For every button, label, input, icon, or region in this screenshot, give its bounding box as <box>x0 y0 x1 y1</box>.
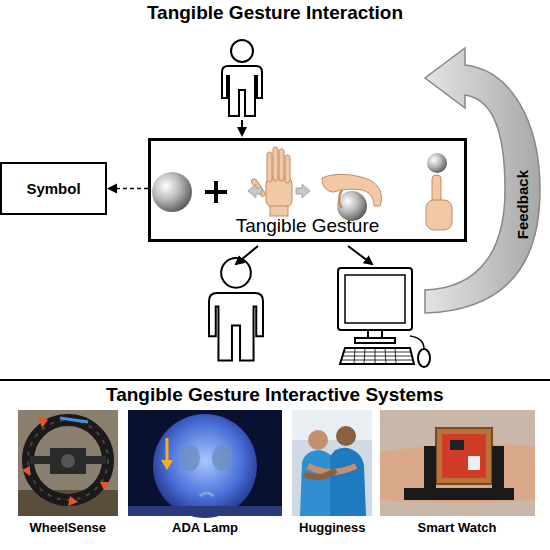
photo-caption: Smart Watch <box>418 521 497 536</box>
feedback-arrow <box>425 48 540 313</box>
node-text: Symbol <box>26 180 80 197</box>
connector-line <box>107 188 148 190</box>
symbol-box: Symbol <box>0 162 107 215</box>
arrow-head <box>107 184 117 194</box>
feedback-label: Feedback <box>513 170 530 239</box>
user-figure <box>222 40 262 116</box>
computer-icon <box>338 268 430 367</box>
user-figure <box>209 258 263 361</box>
diagram-title: Tangible Gesture Interaction <box>0 2 550 24</box>
hugginess-photo <box>292 410 372 516</box>
photo-caption: ADA Lamp <box>172 521 238 536</box>
photo-caption: WheelSense <box>30 521 107 536</box>
flow-arrows <box>236 120 372 264</box>
wheelsense-photo <box>18 410 118 516</box>
dashed-connector <box>107 184 148 194</box>
node-text: Tangible Gesture <box>236 215 380 237</box>
photo-caption: Hugginess <box>299 521 365 536</box>
ada-lamp-photo <box>128 410 282 518</box>
separator-line <box>0 379 550 381</box>
smart-watch-photo <box>380 410 535 516</box>
section-heading: Tangible Gesture Interactive Systems <box>106 384 444 406</box>
tangible-gesture-box: Tangible Gesture <box>148 138 467 242</box>
